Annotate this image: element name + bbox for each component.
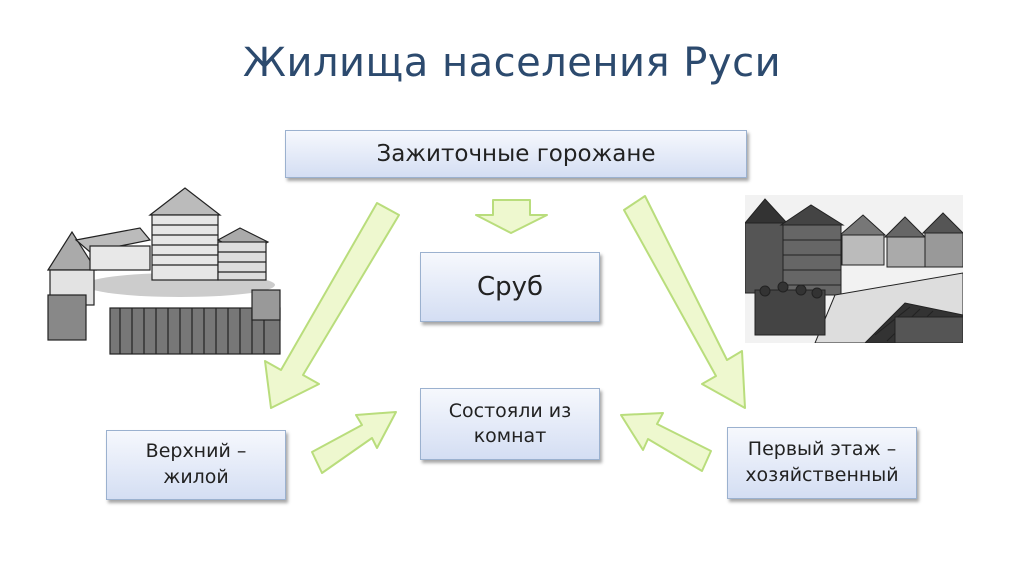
wealthy-citizens-box: Зажиточные горожане: [285, 130, 747, 178]
rooms-box: Состояли из комнат: [420, 388, 600, 460]
ground-floor-label-line2: хозяйственный: [745, 464, 899, 486]
slide-title: Жилища населения Руси: [242, 40, 782, 86]
upper-floor-label-line1: Верхний –: [145, 440, 247, 463]
arrow-diagonal-left: [264, 202, 400, 409]
upper-floor-label-line2: жилой: [163, 466, 229, 488]
arrow-down-center: [475, 199, 548, 234]
arrow-right-to-center: [620, 412, 712, 472]
ground-floor-label-line1: Первый этаж –: [747, 438, 897, 461]
arrow-diagonal-right: [623, 195, 746, 409]
log-house-label: Сруб: [476, 272, 544, 302]
rooms-label-line1: Состояли из: [448, 400, 572, 423]
upper-floor-box: Верхний – жилой: [106, 430, 286, 500]
arrow-left-to-center: [311, 411, 397, 474]
rooms-label-line2: комнат: [473, 425, 547, 447]
ground-floor-box: Первый этаж – хозяйственный: [727, 427, 917, 499]
log-house-box: Сруб: [420, 252, 600, 322]
wooden-homestead-illustration: [46, 187, 281, 355]
wealthy-citizens-label: Зажиточные горожане: [376, 141, 656, 167]
old-town-street-illustration: [745, 195, 963, 343]
